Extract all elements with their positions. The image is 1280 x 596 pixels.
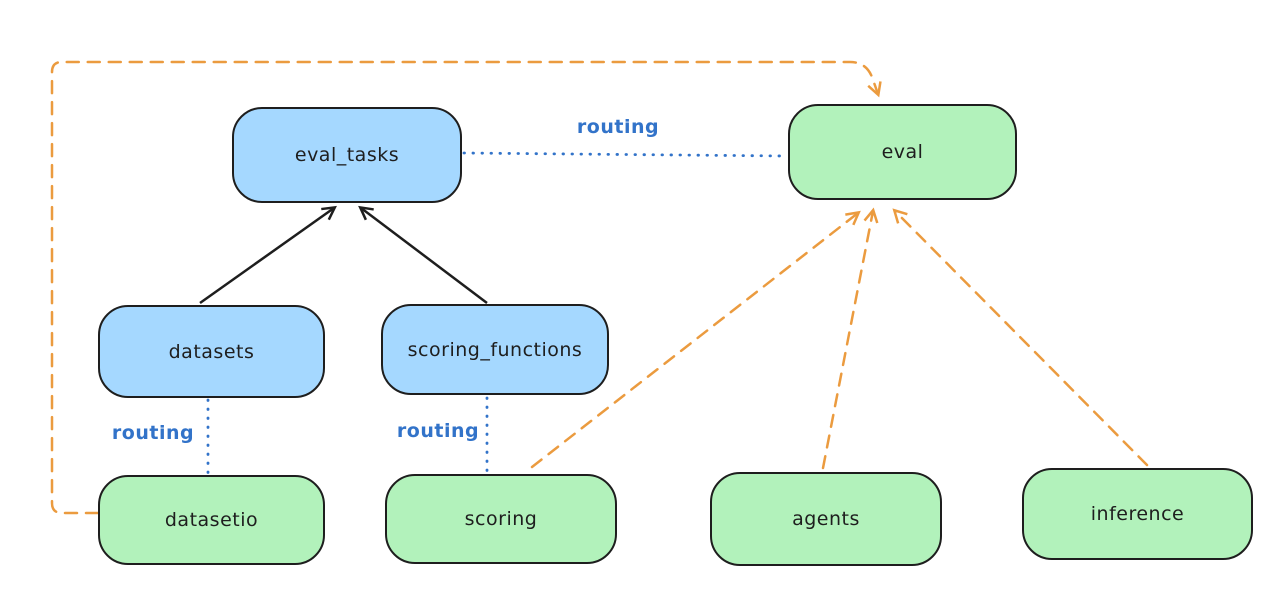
node-datasets: datasets — [98, 305, 325, 398]
edge-label-routing-datasetio: routing — [111, 422, 195, 444]
arrow-datasets-to-eval-tasks — [199, 205, 337, 305]
node-datasets-label: datasets — [168, 340, 255, 363]
arrow-agents-to-eval — [821, 207, 879, 470]
node-scoring-functions: scoring_functions — [381, 304, 609, 395]
node-eval-label: eval — [881, 141, 924, 163]
edge-label-routing-scoring: routing — [396, 420, 480, 442]
node-agents-label: agents — [792, 508, 860, 530]
node-scoring: scoring — [385, 474, 617, 564]
node-scoring-label: scoring — [464, 508, 538, 530]
node-inference-label: inference — [1090, 503, 1185, 525]
node-inference: inference — [1022, 468, 1253, 560]
arrow-datasetio-to-eval — [50, 60, 882, 515]
arrow-scoring-to-eval — [530, 210, 861, 469]
edge-label-routing-top: routing — [576, 116, 660, 138]
node-eval-tasks-label: eval_tasks — [294, 144, 400, 166]
node-eval: eval — [788, 104, 1017, 200]
arrow-inference-to-eval — [892, 208, 1149, 467]
node-eval-tasks: eval_tasks — [232, 107, 462, 203]
node-agents: agents — [710, 472, 942, 566]
node-datasetio-label: datasetio — [164, 509, 259, 531]
edge-routing-eval-tasks-to-eval — [462, 151, 788, 158]
node-scoring-functions-label: scoring_functions — [407, 338, 583, 361]
arrow-scoring-functions-to-eval-tasks — [358, 205, 488, 304]
node-datasetio: datasetio — [98, 475, 325, 565]
